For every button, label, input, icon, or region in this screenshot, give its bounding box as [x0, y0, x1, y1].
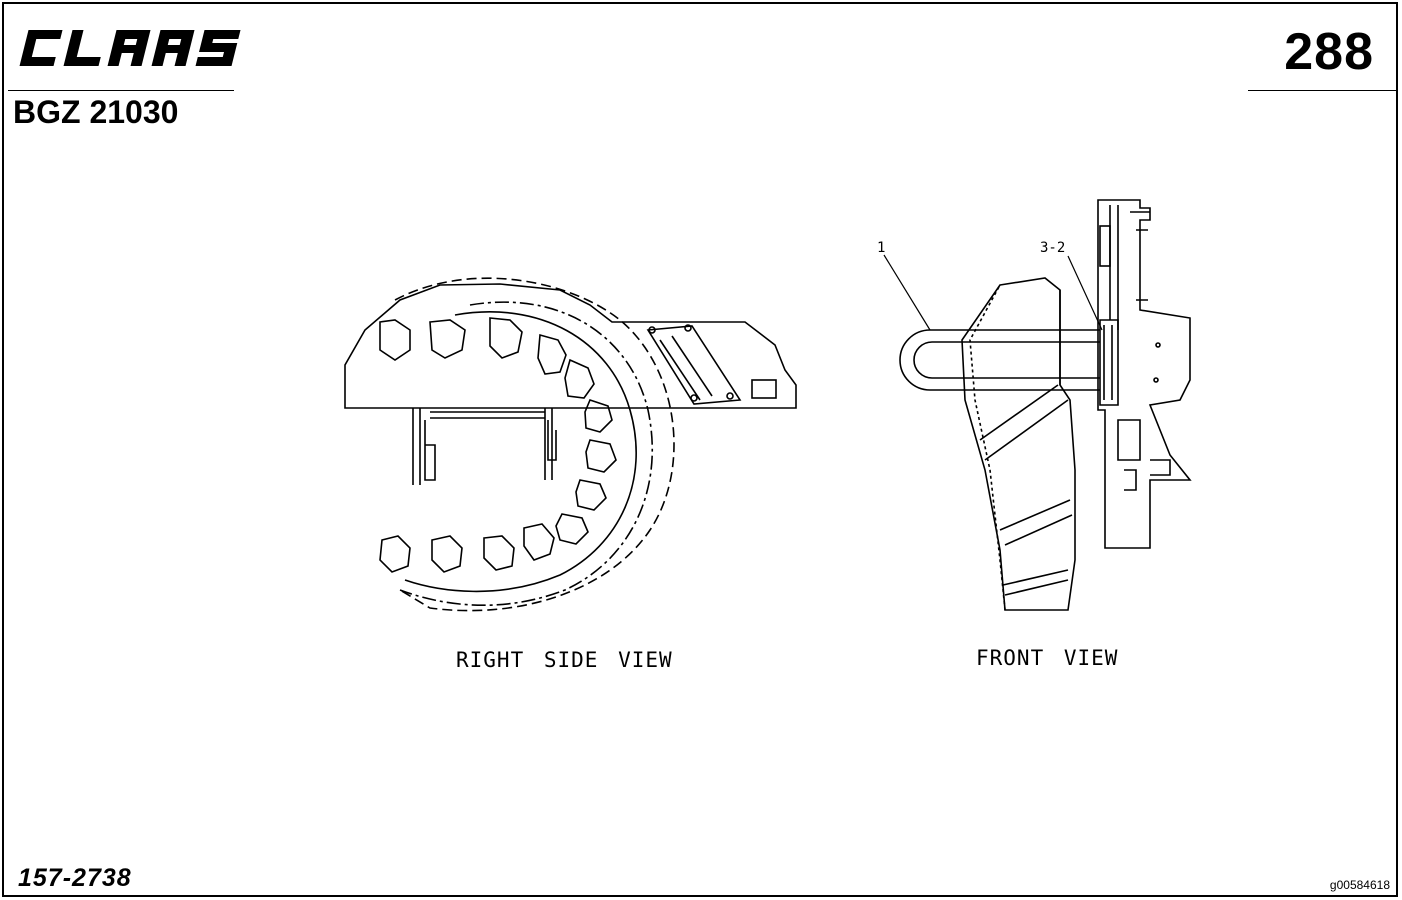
- callout-leaders: [883, 254, 1103, 331]
- group-code: BGZ 21030: [13, 94, 179, 130]
- header-rule-left: [8, 90, 234, 91]
- image-id: g00584618: [1329, 878, 1390, 892]
- claas-logo-icon: [12, 24, 242, 72]
- front-view-label: FRONT VIEW: [976, 646, 1119, 670]
- callout-item-3-2: 3-2: [1040, 240, 1066, 256]
- callout-item-1: 1: [877, 240, 886, 256]
- right-side-view-drawing: [344, 277, 797, 612]
- sheet-number: 288: [1284, 23, 1374, 81]
- front-view-drawing: [899, 199, 1192, 611]
- claas-logo-art: [19, 30, 241, 66]
- header-rule-right: [1248, 90, 1396, 91]
- part-number: 157-2738: [18, 864, 132, 892]
- right-side-view-label: RIGHT SIDE VIEW: [456, 648, 673, 672]
